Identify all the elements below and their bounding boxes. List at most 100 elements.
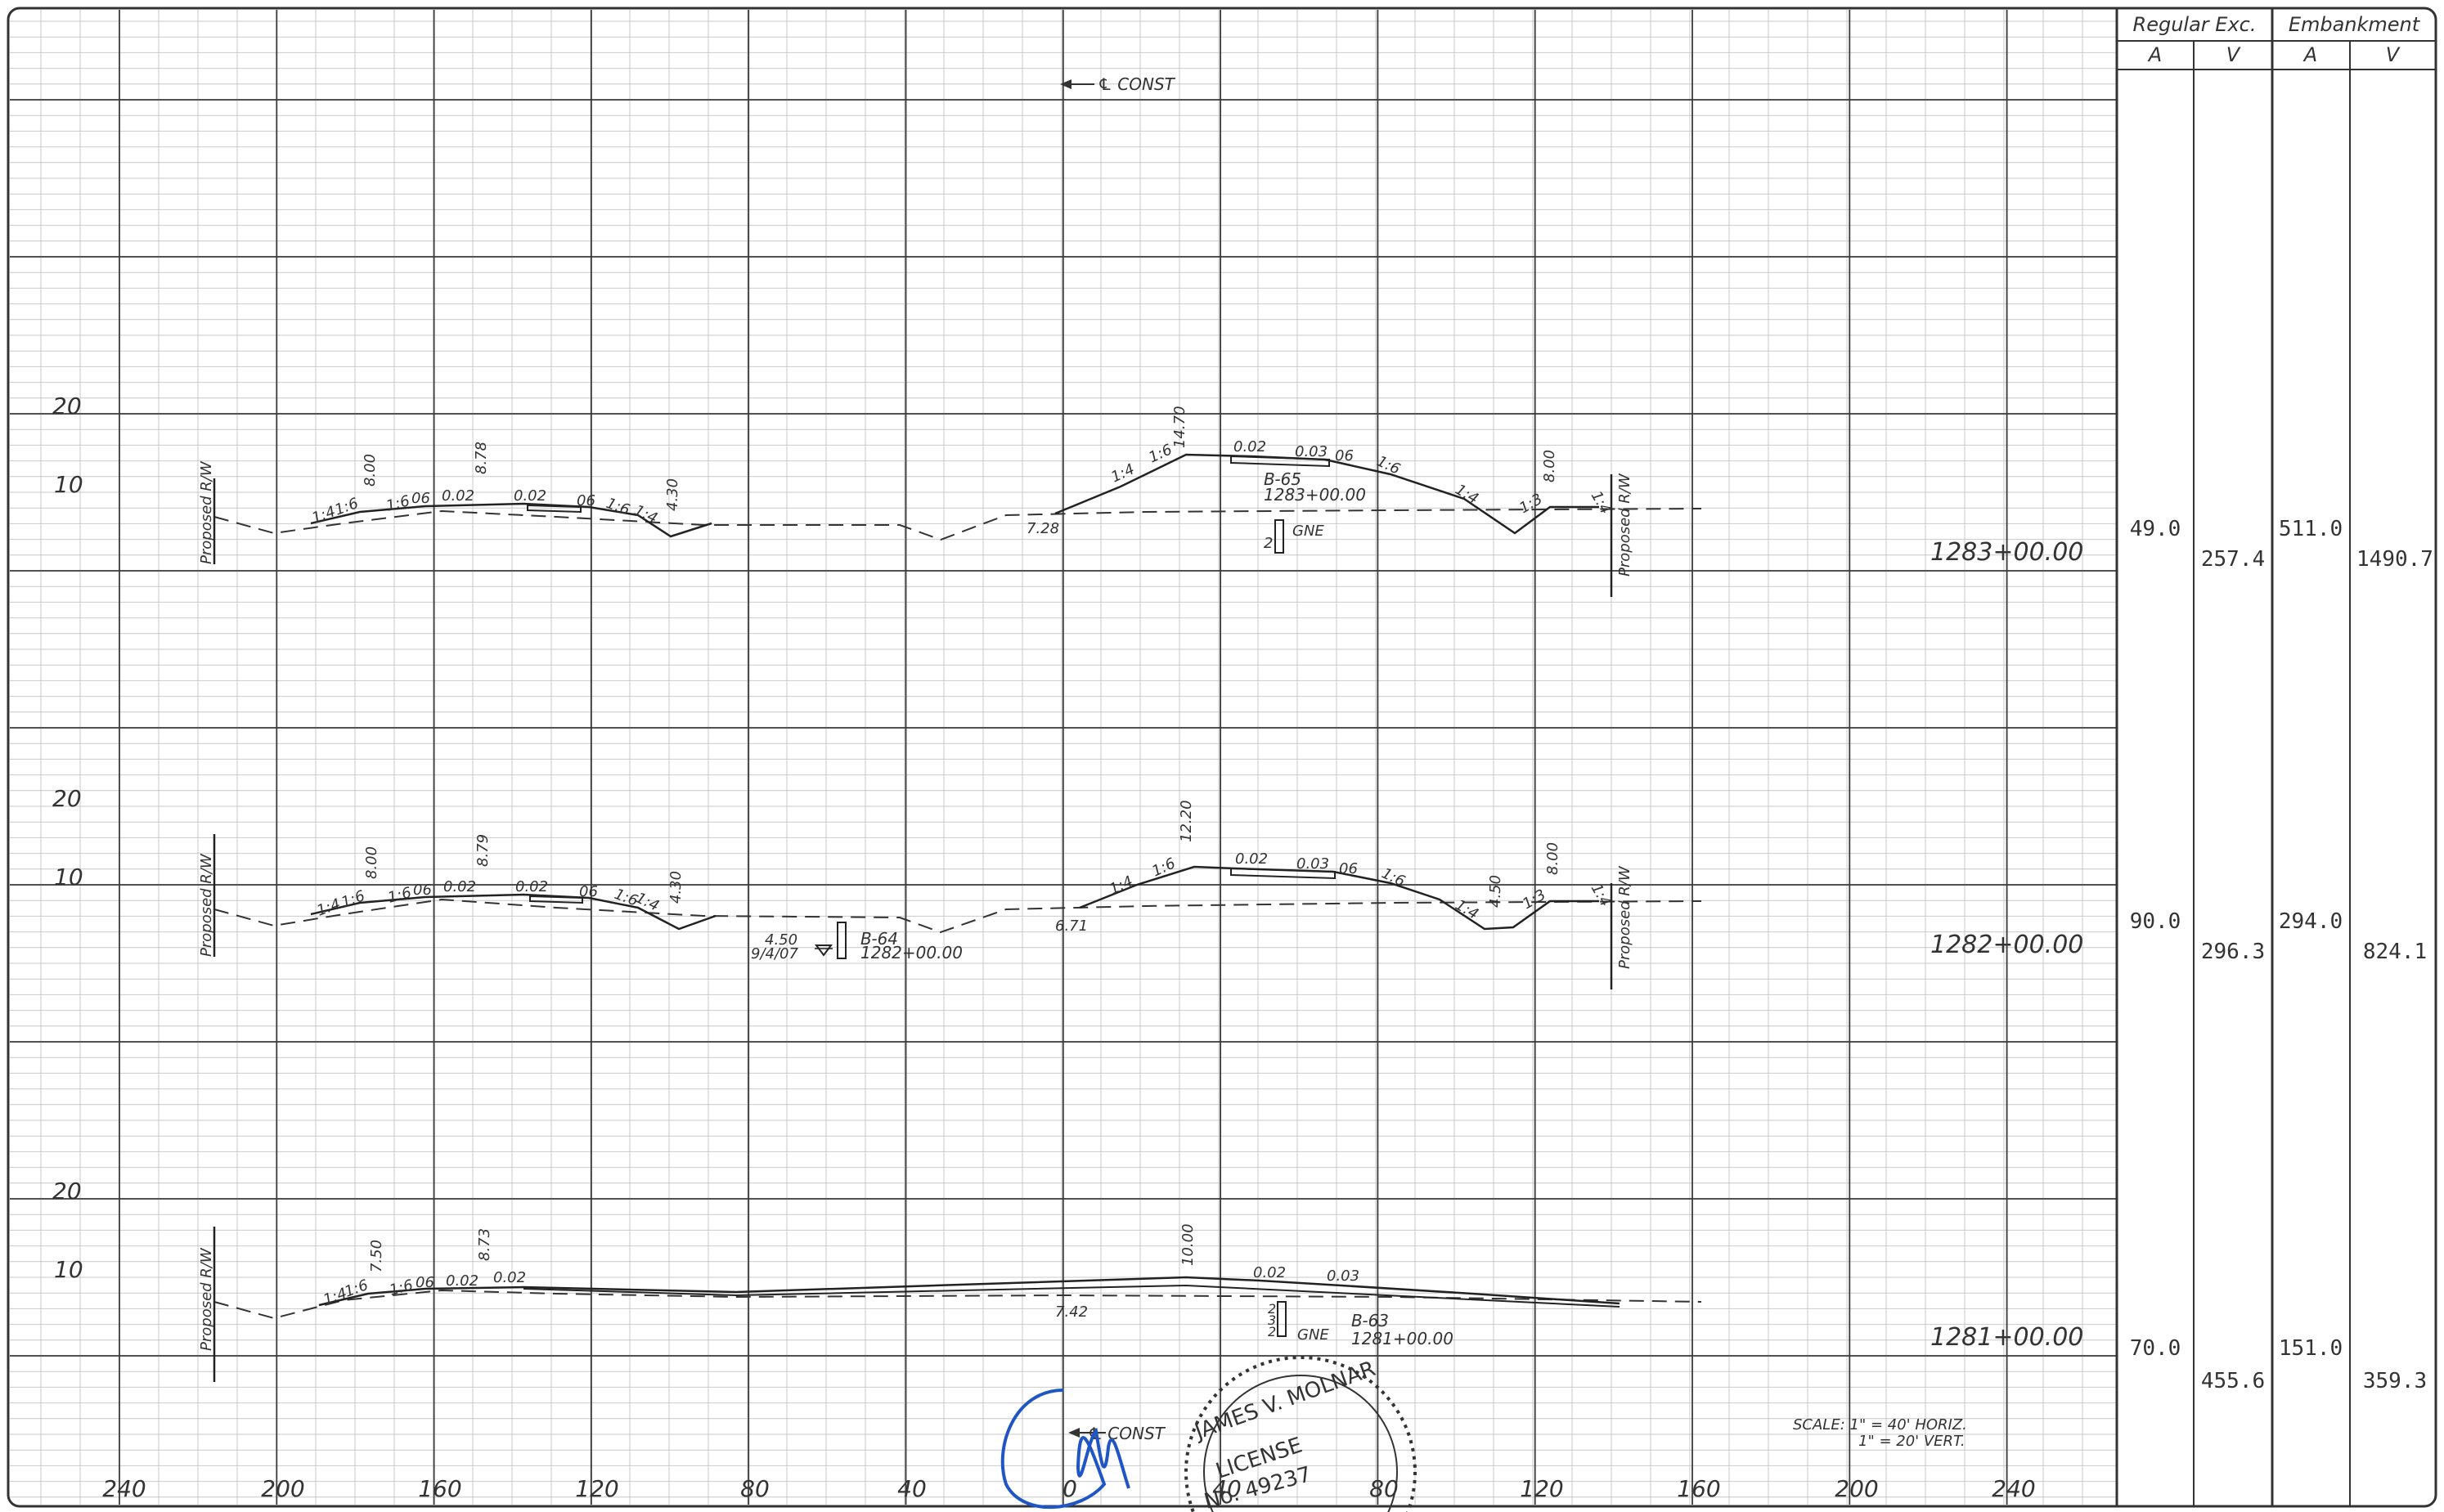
lbl-1282-17: 0.03 <box>1296 855 1329 873</box>
offset-left-40: 40 <box>897 1475 927 1502</box>
lbl-1281-6: 0.02 <box>493 1269 526 1286</box>
lbl-1281-4: 06 <box>416 1274 434 1291</box>
lbl-1283-6: 8.78 <box>473 442 490 474</box>
finished-grade-1281 <box>523 1284 1620 1308</box>
offset-right-200: 200 <box>1835 1475 1878 1502</box>
lbl-1281-1: 1:6 <box>343 1276 371 1301</box>
elev-20-bot: 20 <box>52 1178 82 1205</box>
regular-exc-header: Regular Exc. <box>2133 13 2257 36</box>
lbl-1282-3: 1:6 <box>386 884 413 907</box>
lbl-1282-22: 8.00 <box>1544 842 1561 875</box>
lbl-1283-18: 06 <box>1335 447 1354 464</box>
station-label-1281: 1281+00.00 <box>1930 1323 2083 1352</box>
lbl-1282-4: 06 <box>413 882 432 899</box>
quantity-table: Regular Exc. Embankment A V A V 49.0 257… <box>2115 8 2436 1506</box>
boring-depth1-1281: 2 <box>1268 1301 1276 1317</box>
lbl-1282-7: 0.02 <box>515 878 548 895</box>
scale-note: SCALE: 1" = 40' HORIZ. 1" = 20' VERT. <box>1793 1416 1967 1450</box>
offset-left-120: 120 <box>575 1475 618 1502</box>
area-emb-a-1281: 151.0 <box>2279 1336 2343 1361</box>
stamp-seal <box>1184 1356 1417 1512</box>
lbl-1282-23: 1:3 <box>1520 886 1549 913</box>
vol-reg-v-1283: 257.4 <box>2201 547 2265 572</box>
existing-ground-1282 <box>213 898 1702 934</box>
offset-left-240: 240 <box>102 1475 146 1502</box>
lbl-1281-5: 0.02 <box>446 1272 478 1290</box>
boring-id-1282: B-64 <box>860 929 898 949</box>
boring-station-1282: 1282+00.00 <box>860 943 963 962</box>
area-emb-a-1282: 294.0 <box>2279 909 2343 934</box>
lbl-1283-4: 06 <box>411 490 430 507</box>
pavement-slab-1282a <box>529 895 583 904</box>
lbl-1282-6: 8.79 <box>474 834 492 867</box>
signature <box>1000 1389 1130 1510</box>
offset-left-200: 200 <box>261 1475 304 1502</box>
lbl-1283-8: 06 <box>577 492 595 509</box>
emb-v-subheader: V <box>2386 43 2401 66</box>
offset-labels: 240 200 160 120 80 40 0 40 80 120 160 20… <box>102 1475 2035 1502</box>
proposed-rw-left-1283: Proposed R/W <box>198 460 215 564</box>
lbl-1283-12: 7.28 <box>1027 520 1059 537</box>
lbl-1281-9: 0.02 <box>1253 1264 1286 1281</box>
boring-gne-1283: GNE <box>1292 523 1324 540</box>
emb-a-subheader: A <box>2302 43 2317 66</box>
elev-20-mid: 20 <box>52 785 82 812</box>
area-reg-a-1282: 90.0 <box>2130 909 2181 934</box>
proposed-rw-right-1282: Proposed R/W <box>1616 865 1633 969</box>
proposed-rw-left-1282: Proposed R/W <box>198 853 215 957</box>
lbl-1282-12: 6.71 <box>1055 918 1088 935</box>
scale-horiz: SCALE: 1" = 40' HORIZ. <box>1793 1416 1967 1433</box>
boring-symbol-1283 <box>1274 519 1284 554</box>
grid <box>10 10 2117 1505</box>
boring-depth-1283: 2 <box>1264 535 1273 552</box>
offset-right-240: 240 <box>1992 1475 2035 1502</box>
existing-ground-1283 <box>213 508 1702 541</box>
lbl-1282-16: 0.02 <box>1235 850 1268 868</box>
boring-depth2-1281: 3 <box>1268 1312 1276 1328</box>
offset-zero: 0 <box>1063 1475 1077 1502</box>
pavement-slab-1282b <box>1230 867 1336 880</box>
pavement-slab-1283b <box>1230 455 1330 468</box>
offset-right-160: 160 <box>1677 1475 1720 1502</box>
vol-emb-v-1282: 824.1 <box>2363 940 2427 964</box>
boring-id-1281: B-63 <box>1351 1311 1389 1330</box>
vol-emb-v-1283: 1490.7 <box>2356 547 2433 572</box>
boring-symbol-1281 <box>1277 1301 1287 1337</box>
boring-depth3-1281: 2 <box>1268 1324 1276 1339</box>
elev-10-top: 10 <box>54 471 83 498</box>
station-label-1283: 1283+00.00 <box>1930 538 2083 567</box>
lbl-1283-3: 1:6 <box>384 492 411 515</box>
lbl-1283-15: 14.70 <box>1171 406 1188 448</box>
lbl-1282-2: 8.00 <box>363 846 380 879</box>
offset-right-40: 40 <box>1212 1475 1242 1502</box>
proposed-template-1283 <box>310 453 1599 538</box>
section-1282: Proposed R/W Proposed R/W 1:4 1:6 8.00 1… <box>198 800 2083 989</box>
boring-station-1281: 1281+00.00 <box>1351 1329 1453 1348</box>
lbl-1282-18: 06 <box>1339 860 1358 877</box>
elev-10-bot: 10 <box>54 1256 83 1283</box>
lbl-1283-17: 0.03 <box>1295 443 1328 460</box>
scale-vert: 1" = 20' VERT. <box>1858 1433 1966 1450</box>
boring-id-1283: B-65 <box>1264 469 1301 489</box>
elev-20-top: 20 <box>52 393 82 420</box>
lbl-1283-9: 1:6 <box>604 495 631 519</box>
area-reg-a-1283: 49.0 <box>2130 517 2181 541</box>
lbl-1282-15: 12.20 <box>1178 800 1195 842</box>
area-reg-a-1281: 70.0 <box>2130 1336 2181 1361</box>
elevation-labels: 20 10 20 10 20 10 <box>52 393 83 1283</box>
offset-left-80: 80 <box>740 1475 770 1502</box>
pavement-slab-1283a <box>527 504 582 514</box>
const-label: ℄ CONST <box>1098 74 1176 94</box>
water-date-1282: 9/4/07 <box>751 945 798 962</box>
reg-v-subheader: V <box>2226 43 2241 66</box>
vol-reg-v-1281: 455.6 <box>2201 1369 2265 1393</box>
proposed-rw-left-1281: Proposed R/W <box>198 1247 215 1351</box>
lbl-1282-14: 1:6 <box>1149 855 1178 880</box>
boring-station-1283: 1283+00.00 <box>1264 485 1366 505</box>
existing-ground-1281 <box>213 1289 1702 1320</box>
vol-emb-v-1281: 359.3 <box>2363 1369 2427 1393</box>
lbl-1281-10: 0.03 <box>1327 1267 1359 1285</box>
embankment-header: Embankment <box>2289 13 2421 36</box>
lbl-1283-11: 4.30 <box>664 478 681 511</box>
lbl-1282-5: 0.02 <box>443 878 476 895</box>
